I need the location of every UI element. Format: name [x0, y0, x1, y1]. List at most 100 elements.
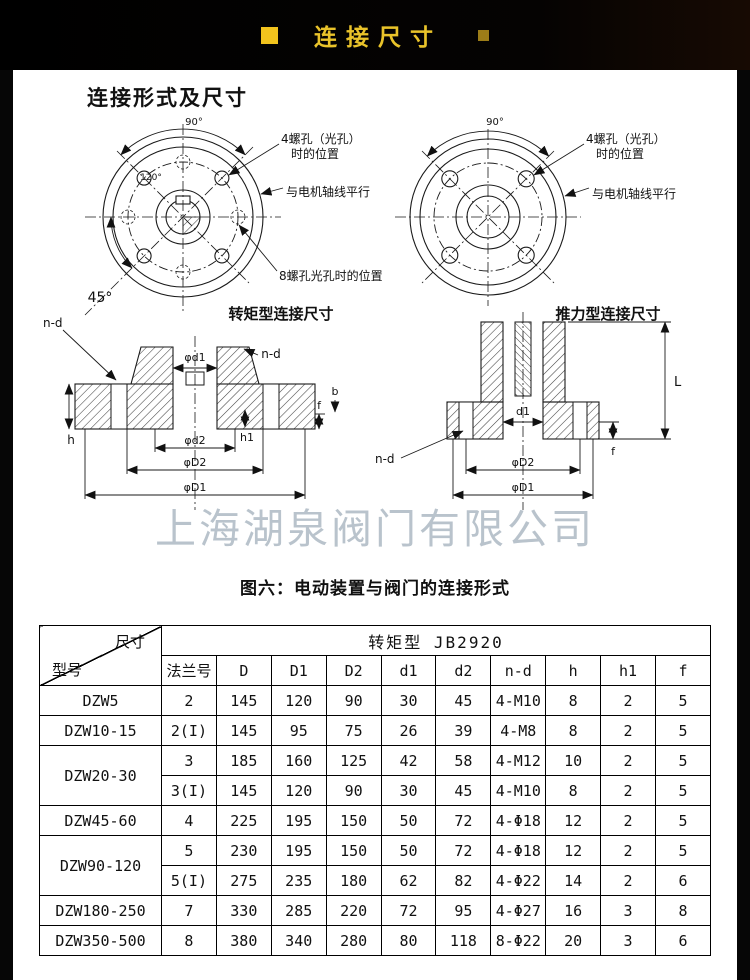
dim-cell: 80 [380, 925, 437, 956]
torque-section-title: 转矩型连接尺寸 [228, 305, 333, 323]
dim-cell: 72 [435, 835, 492, 866]
angle-90-label-left: 90° [185, 117, 203, 128]
dim-cell: 6 [655, 925, 711, 956]
dim-cell: 45 [435, 775, 492, 806]
dim-cell: 220 [325, 895, 382, 926]
model-cell: DZW5 [39, 685, 162, 716]
technical-drawing: 90° 120° 45° 4螺孔（光孔） 时的位置 与电机轴线平行 8螺孔光孔时… [43, 117, 682, 510]
dim-cell: 6 [655, 865, 711, 896]
dim-cell: 5 [655, 775, 711, 806]
center-lines [84, 124, 281, 316]
model-cell: DZW90-120 [39, 835, 162, 896]
dim-cell: 160 [270, 745, 327, 776]
dim-cell: 3 [161, 745, 217, 776]
dim-cell: 4 [161, 805, 217, 836]
dim-D1-label-left: φD1 [184, 481, 207, 494]
leader-four-holes [228, 143, 280, 176]
dim-cell: 14 [545, 865, 602, 896]
dim-cell: 3 [600, 925, 657, 956]
angle-45-arc [106, 216, 133, 269]
note-four-holes-left-1: 4螺孔（光孔） [281, 132, 361, 146]
note-four-holes-left-2: 时的位置 [291, 146, 339, 161]
dim-cell: 2 [600, 775, 657, 806]
dim-cell: 145 [215, 715, 272, 746]
dim-cell: 8 [161, 925, 217, 956]
table-group-header: 转矩型 JB2920 [161, 625, 711, 656]
dim-cell: 72 [435, 805, 492, 836]
dim-cell: 330 [215, 895, 272, 926]
column-header: h1 [600, 655, 657, 686]
dim-nd-right-label: n-d [261, 347, 281, 361]
dim-cell: 58 [435, 745, 492, 776]
leader-parallel [564, 187, 590, 197]
dim-cell: 12 [545, 805, 602, 836]
model-cell: DZW350-500 [39, 925, 162, 956]
dim-cell: 150 [325, 835, 382, 866]
dim-cell: 5 [655, 805, 711, 836]
dim-cell: 4-Φ18 [490, 805, 547, 836]
dim-b-label: b [332, 385, 339, 398]
leader-parallel [260, 187, 284, 196]
dim-nd-left-label: n-d [43, 316, 63, 330]
right-border-strip [737, 70, 750, 980]
figure-caption: 图六：电动装置与阀门的连接形式 [240, 579, 510, 599]
note-four-holes-right-2: 时的位置 [596, 146, 644, 161]
dim-cell: 10 [545, 745, 602, 776]
column-header: n-d [490, 655, 547, 686]
dim-cell: 4-M8 [490, 715, 547, 746]
dim-cell: 5 [655, 685, 711, 716]
angle-90-label-right: 90° [486, 117, 504, 128]
dim-D1-label-right: φD1 [512, 481, 535, 494]
banner-accent-right [478, 29, 489, 41]
dim-cell: 380 [215, 925, 272, 956]
banner-accent-left [261, 26, 278, 44]
dim-cell: 120 [270, 685, 327, 716]
dim-cell: 5 [655, 745, 711, 776]
dim-cell: 5 [655, 715, 711, 746]
torque-flange-face-view [84, 124, 284, 316]
dim-cell: 5 [161, 835, 217, 866]
column-header: D1 [270, 655, 327, 686]
dimension-lines [400, 321, 671, 500]
bolt-hole-slot [110, 383, 128, 430]
dim-cell: 8 [545, 715, 602, 746]
model-cell: DZW10-15 [39, 715, 162, 746]
left-border-strip [0, 70, 13, 980]
dim-cell: 8 [545, 775, 602, 806]
angle-120-label: 120° [140, 173, 162, 183]
dim-cell: 2 [600, 865, 657, 896]
note-parallel-left: 与电机轴线平行 [286, 184, 370, 199]
dim-cell: 145 [215, 775, 272, 806]
angle-90-arc [120, 128, 246, 156]
dim-cell: 3(I) [161, 775, 217, 806]
column-header: h [545, 655, 602, 686]
column-header: d1 [380, 655, 437, 686]
dim-cell: 8 [655, 895, 711, 926]
dim-cell: 20 [545, 925, 602, 956]
torque-section-view [62, 329, 340, 510]
dim-f-label-left: f [317, 399, 322, 412]
dim-h-label: h [67, 433, 75, 447]
note-eight-holes: 8螺孔光孔时的位置 [279, 268, 383, 283]
dim-cell: 50 [380, 835, 437, 866]
dimension-lines [62, 329, 340, 500]
dim-cell: 2 [600, 715, 657, 746]
dim-cell: 2(I) [161, 715, 217, 746]
corner-label-model: 型号 [52, 661, 83, 679]
corner-label-size: 尺寸 [114, 633, 145, 651]
column-header: d2 [435, 655, 492, 686]
dim-cell: 42 [380, 745, 437, 776]
model-cell: DZW20-30 [39, 745, 162, 806]
dim-cell: 72 [380, 895, 437, 926]
column-header: f [655, 655, 711, 686]
dim-cell: 225 [215, 805, 272, 836]
center-lines [395, 129, 581, 306]
dim-cell: 90 [325, 775, 382, 806]
dim-cell: 95 [270, 715, 327, 746]
